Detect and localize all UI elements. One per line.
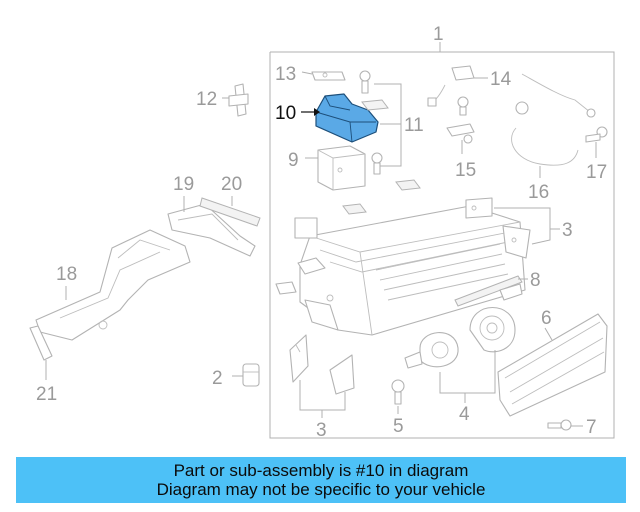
callout-20: 20 [221,174,242,195]
assembly-frame [269,42,615,439]
part-13-plate [301,71,346,81]
callout-18: 18 [56,264,77,285]
part-16-hose [511,73,596,178]
part-2-clip [232,363,260,387]
callout-2: 2 [212,368,223,389]
bolt-11-upper [359,70,371,94]
part-20-strip [199,196,261,227]
part-17-bolt [585,126,608,158]
callout-12: 12 [196,89,217,110]
part-9-module [305,145,366,191]
callout-14: 14 [490,69,512,90]
part-21-rod [29,325,53,380]
battery-block [275,205,526,336]
callout-10: 10 [275,103,296,124]
bolt-7 [547,419,583,431]
callout-6: 6 [541,308,552,329]
callout-9: 9 [288,150,299,171]
part-12-bracket [222,83,249,117]
part-15-clamp [446,123,475,154]
callout-17: 17 [586,162,607,183]
callout-3-lower: 3 [316,420,327,441]
part-10-highlighted [301,93,379,143]
callout-16: 16 [528,182,549,203]
callout-19: 19 [173,174,194,195]
parts-diagram: 1 2 3 3 4 5 6 7 8 9 10 11 12 13 14 15 16… [29,24,615,441]
pads [342,179,421,215]
banner-line-2: Diagram may not be specific to your vehi… [156,480,486,499]
part-18-tray [35,229,191,341]
callout-5: 5 [393,416,404,437]
callout-3-upper: 3 [562,220,573,241]
part-8-strip [454,275,528,307]
callout-11-bracket [374,83,402,167]
callout-1: 1 [433,24,444,45]
part-4-fans [404,283,523,403]
callout-labels: 1 2 3 3 4 5 6 7 8 9 10 11 12 13 14 15 16… [36,24,607,441]
callout-15: 15 [455,160,476,181]
callout-4: 4 [459,404,470,425]
banner-line-1: Part or sub-assembly is #10 in diagram [173,461,469,480]
callout-11: 11 [404,115,424,136]
pad-11 [361,99,389,111]
bolt-11-lower [371,152,383,175]
part-3-upper-brackets [465,197,560,259]
part-3-lower-brackets [289,334,355,418]
callout-8: 8 [530,270,541,291]
callout-13: 13 [275,64,296,85]
bolt-5 [391,379,405,414]
info-banner: Part or sub-assembly is #10 in diagram D… [16,457,626,503]
callout-7: 7 [586,417,597,438]
part-14-sensor [427,65,488,116]
part-6-cover [497,313,608,417]
callout-21: 21 [36,384,57,405]
